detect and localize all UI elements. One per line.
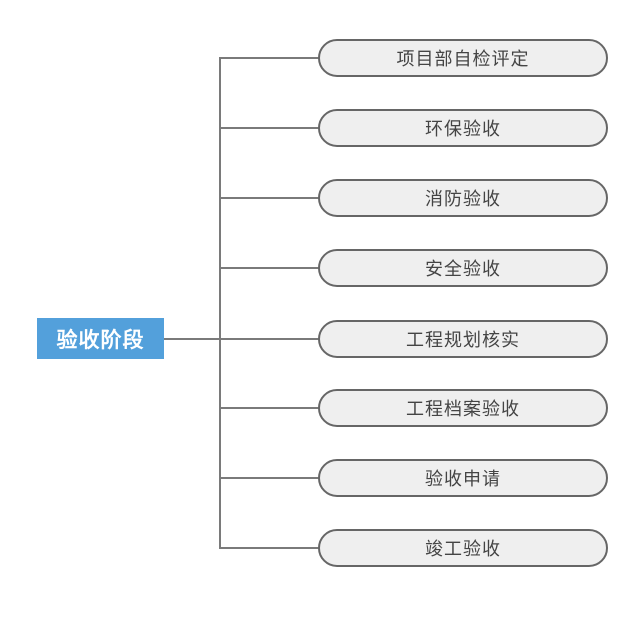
connector-branch: [219, 267, 319, 269]
diagram-node: 竣工验收: [318, 529, 608, 567]
diagram-node: 消防验收: [318, 179, 608, 217]
connector-branch: [219, 477, 319, 479]
connector-branch: [219, 547, 319, 549]
connector-root-line: [164, 338, 319, 340]
root-node-acceptance-stage: 验收阶段: [37, 318, 164, 359]
diagram-node-label: 竣工验收: [425, 539, 501, 559]
diagram-node-label: 项目部自检评定: [396, 49, 530, 69]
diagram-node-label: 工程规划核实: [406, 330, 520, 350]
diagram-node: 环保验收: [318, 109, 608, 147]
diagram-node-label: 消防验收: [425, 189, 501, 209]
root-node-label: 验收阶段: [56, 328, 145, 352]
diagram-node-label: 环保验收: [425, 119, 501, 139]
diagram-node: 项目部自检评定: [318, 39, 608, 77]
connector-branch: [219, 57, 319, 59]
diagram-node-label: 安全验收: [425, 259, 501, 279]
diagram-node-label: 工程档案验收: [406, 399, 520, 419]
diagram-node: 安全验收: [318, 249, 608, 287]
connector-branch: [219, 127, 319, 129]
diagram-node-label: 验收申请: [425, 469, 501, 489]
connector-branch: [219, 197, 319, 199]
diagram-node: 工程档案验收: [318, 389, 608, 427]
diagram-node: 工程规划核实: [318, 320, 608, 358]
diagram-node: 验收申请: [318, 459, 608, 497]
connector-branch: [219, 407, 319, 409]
connector-trunk: [219, 57, 221, 549]
